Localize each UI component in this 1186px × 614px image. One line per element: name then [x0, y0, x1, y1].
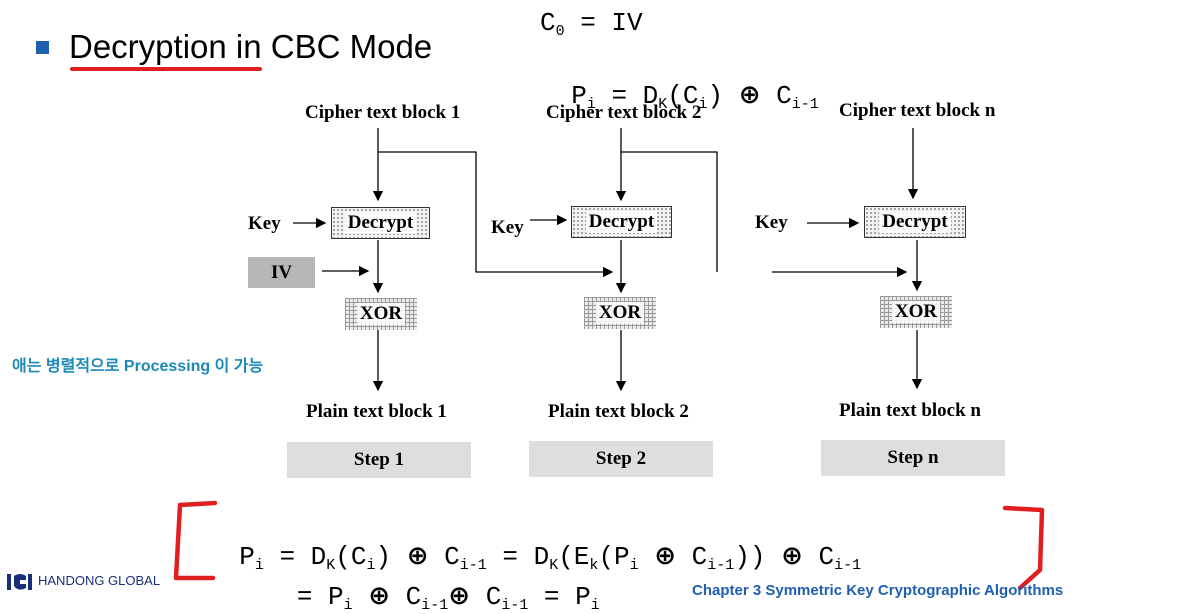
xor-box-1: XOR: [345, 298, 417, 330]
cipher-text-block-2-label: Cipher text block 2: [546, 102, 702, 123]
formula-c0: C0 = IV: [540, 8, 643, 40]
plain-text-block-1-label: Plain text block 1: [306, 401, 447, 422]
step-n-box: Step n: [821, 440, 1005, 476]
plain-text-block-2-label: Plain text block 2: [548, 401, 689, 422]
slide-title: Decryption in CBC Mode: [69, 28, 433, 65]
cbc-diagram-lines: [173, 128, 1045, 590]
xor-box-2: XOR: [584, 297, 656, 329]
title-underline: [70, 67, 262, 71]
xor-box-n: XOR: [880, 296, 952, 328]
iv-box: IV: [248, 257, 315, 288]
key-label-2: Key: [491, 217, 524, 238]
key-label-1: Key: [248, 213, 281, 234]
formula-bottom-line-2: = Pi ⊕ Ci-1⊕ Ci-1 = Pi: [281, 581, 600, 614]
key-label-n: Key: [755, 212, 788, 233]
formula-pi: Pi = DK(Ci) ⊕ Ci-1: [571, 80, 819, 113]
title-row: Decryption in CBC Mode: [36, 28, 432, 66]
parallel-processing-note: 애는 병렬적으로 Processing 이 가능: [12, 358, 264, 375]
step-1-box: Step 1: [287, 442, 471, 478]
handong-logo-text: HANDONG GLOBAL: [38, 572, 161, 588]
handong-logo: HANDONG GLOBAL: [6, 570, 160, 590]
plain-text-block-n-label: Plain text block n: [839, 400, 981, 421]
footer-chapter-text: Chapter 3 Symmetric Key Cryptographic Al…: [692, 582, 1064, 599]
decrypt-box-2: Decrypt: [571, 206, 672, 238]
formula-bottom-line-1: Pi = DK(Ci) ⊕ Ci-1 = DK(Ek(Pi ⊕ Ci-1)) ⊕…: [239, 541, 862, 574]
cipher-text-block-n-label: Cipher text block n: [839, 100, 996, 121]
decrypt-box-1: Decrypt: [331, 207, 430, 239]
step-2-box: Step 2: [529, 441, 713, 477]
cipher-text-block-1-label: Cipher text block 1: [305, 102, 461, 123]
decrypt-box-n: Decrypt: [864, 206, 966, 238]
bullet-square-icon: [36, 40, 49, 54]
handong-logo-mark-icon: [7, 574, 32, 590]
